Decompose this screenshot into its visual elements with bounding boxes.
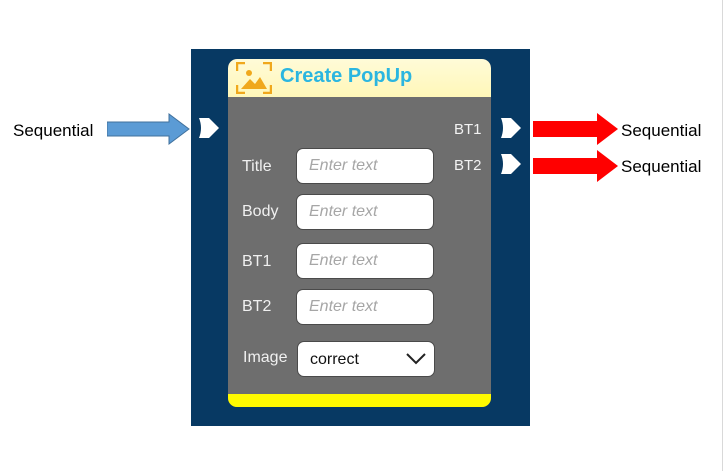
bt1-input[interactable] — [296, 243, 434, 279]
image-icon — [236, 62, 272, 94]
page-edge-line — [722, 0, 723, 471]
output-label-bt1: BT1 — [454, 121, 482, 138]
output-arrow-icon — [533, 113, 618, 145]
input-arrow-icon — [107, 113, 190, 145]
node-footer-bar — [228, 394, 491, 407]
title-input[interactable] — [296, 148, 434, 184]
output-label-bt2: BT2 — [454, 157, 482, 174]
create-popup-node[interactable]: Create PopUp — [228, 59, 491, 407]
output-arrow-icon — [533, 150, 618, 182]
left-connection-label: Sequential — [13, 121, 94, 140]
exec-output-pin-icon[interactable] — [500, 117, 524, 139]
image-select-value: correct — [310, 351, 359, 368]
right-connection-label-2: Sequential — [621, 157, 702, 176]
node-title: Create PopUp — [280, 65, 413, 87]
body-input[interactable] — [296, 194, 434, 230]
field-label-bt2: BT2 — [242, 298, 272, 315]
exec-input-pin-icon[interactable] — [198, 117, 222, 139]
field-label-bt1: BT1 — [242, 253, 272, 270]
exec-output-pin-icon[interactable] — [500, 153, 524, 175]
field-label-image: Image — [243, 349, 288, 366]
bt2-input[interactable] — [296, 289, 434, 325]
field-label-body: Body — [242, 203, 279, 220]
chevron-down-icon — [406, 353, 426, 365]
field-label-title: Title — [242, 158, 272, 175]
image-select[interactable]: correct — [297, 341, 435, 377]
node-header[interactable]: Create PopUp — [228, 59, 491, 97]
right-connection-label-1: Sequential — [621, 121, 702, 140]
